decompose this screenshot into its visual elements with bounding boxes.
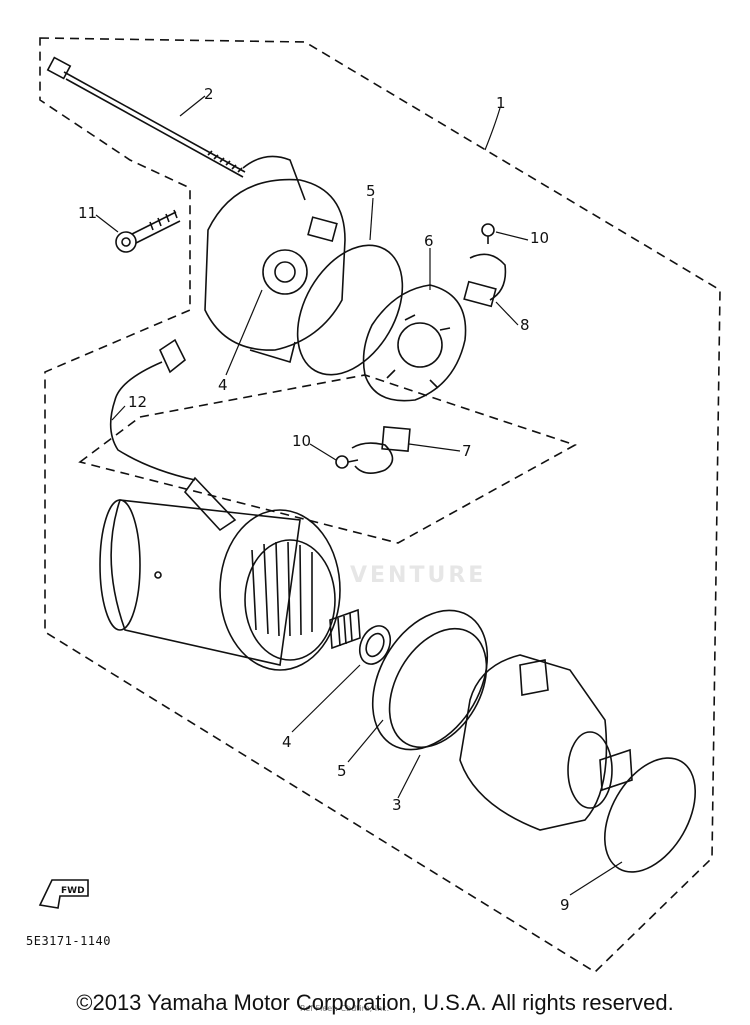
callout-11: 11 (78, 204, 97, 222)
o-ring-front (603, 757, 697, 873)
callout-8: 8 (520, 316, 530, 334)
brush-holder-lower (351, 426, 411, 474)
callout-2: 2 (204, 85, 214, 103)
lead-wire (109, 338, 237, 532)
brush-plate (362, 284, 467, 402)
callout-1: 1 (496, 94, 506, 112)
screw-upper (481, 223, 495, 244)
screw-lower (335, 455, 359, 469)
callout-12: 12 (128, 393, 147, 411)
rear-cover (204, 155, 346, 364)
spacer-ring (388, 627, 488, 749)
callout-6: 6 (424, 232, 434, 250)
fwd-label: FWD (61, 886, 85, 896)
forward-arrow-icon (38, 879, 89, 909)
callout-10-upper: 10 (530, 229, 549, 247)
callout-10-lower: 10 (292, 432, 311, 450)
callout-3: 3 (392, 796, 402, 814)
callout-4-upper: 4 (218, 376, 228, 394)
through-bolt (46, 56, 246, 178)
leader-lines (95, 95, 623, 896)
washer-lower (358, 625, 392, 665)
callout-labels: 2 1 11 5 6 10 8 4 12 10 7 4 5 3 9 FWD (61, 85, 570, 914)
callout-4-lower: 4 (282, 733, 292, 751)
diagram-part-code: 5E3171-1140 (26, 934, 111, 948)
reference-text: Ref Fleet: Cbdtire, Inc. (300, 1004, 390, 1013)
front-cover (459, 654, 633, 831)
copyright-notice: ©2013 Yamaha Motor Corporation, U.S.A. A… (76, 990, 674, 1015)
assembly-boundary (39, 37, 721, 974)
callout-7: 7 (462, 442, 472, 460)
callout-5-upper: 5 (366, 182, 376, 200)
mounting-bolt (115, 209, 181, 253)
brush-holder-upper (463, 253, 507, 308)
armature-shaft (329, 608, 361, 650)
o-ring-lower (371, 609, 489, 751)
motor-yoke (99, 499, 341, 671)
o-ring-upper (296, 244, 404, 376)
watermark: VENTURE (350, 563, 487, 588)
callout-9: 9 (560, 896, 570, 914)
brush-assembly-frame (78, 374, 577, 544)
callout-5-lower: 5 (337, 762, 347, 780)
